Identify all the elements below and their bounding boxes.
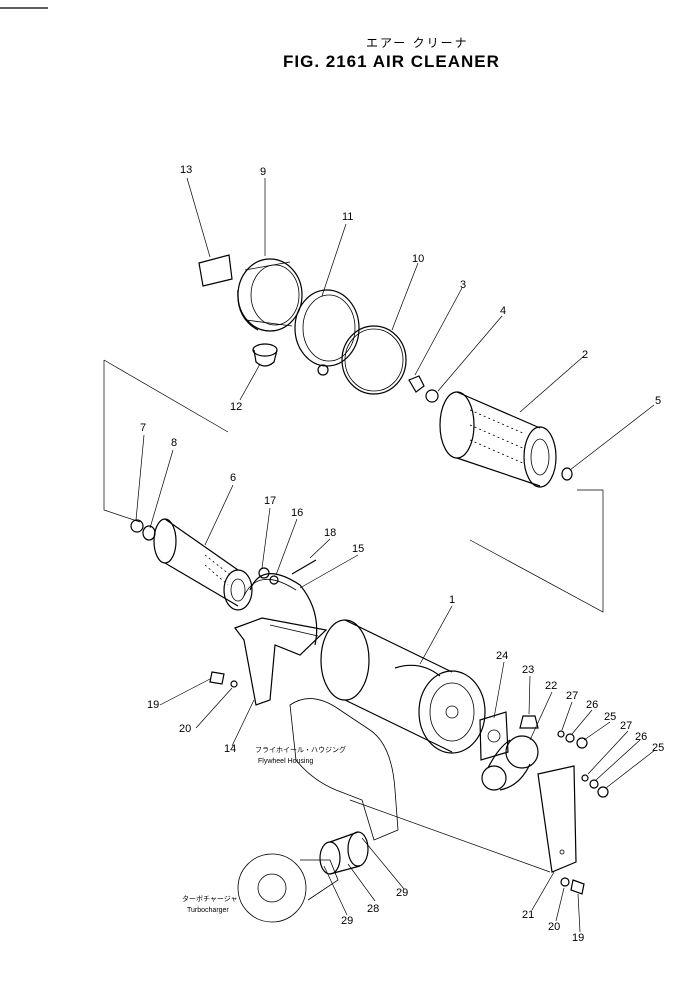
caption-turbo-en: Turbocharger bbox=[187, 907, 229, 914]
part-27-nut-upper bbox=[557, 730, 565, 738]
callout-19-right: 19 bbox=[572, 932, 584, 944]
callout-27-upper: 27 bbox=[566, 690, 578, 702]
callout-6: 6 bbox=[230, 472, 236, 484]
part-28-hose bbox=[319, 831, 369, 875]
part-26-washer-lower bbox=[589, 779, 599, 789]
callout-23: 23 bbox=[522, 664, 534, 676]
leader-lines bbox=[135, 177, 656, 933]
callout-26-lower: 26 bbox=[635, 731, 647, 743]
callout-7: 7 bbox=[140, 422, 146, 434]
part-22-outlet-elbow bbox=[481, 735, 539, 791]
part-9-cleaner-cap bbox=[237, 258, 303, 332]
callout-25-lower: 25 bbox=[652, 742, 664, 754]
part-21-support-plate bbox=[537, 765, 577, 873]
part-6-inner-element bbox=[153, 518, 253, 611]
callout-13: 13 bbox=[180, 164, 192, 176]
caption-turbo-jp: ターボチャージャ bbox=[182, 894, 237, 903]
figure-title: FIG. 2161 AIR CLEANER bbox=[283, 52, 500, 71]
callout-5: 5 bbox=[655, 395, 661, 407]
group-bracket-right bbox=[469, 489, 604, 613]
callout-29-left: 29 bbox=[341, 915, 353, 927]
callout-20-left: 20 bbox=[179, 723, 191, 735]
part-5-seal bbox=[561, 467, 573, 481]
part-20-washer-lower bbox=[560, 877, 570, 887]
part-10-o-ring bbox=[341, 325, 407, 395]
callout-1: 1 bbox=[449, 594, 455, 606]
callout-26-upper: 26 bbox=[586, 699, 598, 711]
callout-10: 10 bbox=[412, 253, 424, 265]
part-26-washer-upper bbox=[565, 733, 575, 743]
part-15-mounting-band bbox=[243, 559, 318, 646]
group-bracket-left-top bbox=[103, 359, 229, 433]
caption-flywheel-en: Flywheel Housing bbox=[258, 758, 313, 765]
part-4-washer bbox=[425, 389, 439, 403]
callout-14: 14 bbox=[224, 743, 236, 755]
part-25-bolt-lower bbox=[597, 786, 609, 798]
callout-22: 22 bbox=[545, 680, 557, 692]
part-20-washer-left bbox=[230, 680, 238, 688]
callout-numbers: 13 9 11 10 3 4 2 5 12 7 8 6 17 16 18 15 … bbox=[140, 164, 664, 944]
part-13-label-plate bbox=[198, 254, 233, 287]
callout-19-left: 19 bbox=[147, 699, 159, 711]
part-11-clamp-band bbox=[294, 289, 360, 376]
part-19-bolt-lower bbox=[570, 879, 585, 895]
part-8-washer bbox=[142, 525, 156, 541]
callout-9: 9 bbox=[260, 166, 266, 178]
part-10-o-ring-inner bbox=[344, 328, 404, 392]
callout-4: 4 bbox=[500, 305, 506, 317]
part-23-indicator bbox=[519, 715, 539, 729]
callout-17: 17 bbox=[264, 495, 276, 507]
callout-8: 8 bbox=[171, 437, 177, 449]
callout-12: 12 bbox=[230, 401, 242, 413]
part-24-gasket bbox=[479, 711, 509, 761]
callout-24: 24 bbox=[496, 650, 508, 662]
callout-18: 18 bbox=[324, 527, 336, 539]
callout-27-lower: 27 bbox=[620, 720, 632, 732]
part-1-cleaner-body bbox=[320, 619, 486, 754]
callout-21: 21 bbox=[522, 909, 534, 921]
callout-25-upper: 25 bbox=[604, 711, 616, 723]
part-12-dust-valve bbox=[252, 343, 278, 367]
part-19-bolt-left bbox=[209, 671, 225, 685]
part-3-wing-nut bbox=[408, 375, 425, 393]
callout-20-right: 20 bbox=[548, 921, 560, 933]
callout-11: 11 bbox=[342, 211, 353, 223]
callout-28: 28 bbox=[367, 903, 379, 915]
callout-3: 3 bbox=[460, 279, 466, 291]
part-2-outer-element bbox=[439, 391, 557, 488]
part-14-bracket bbox=[234, 617, 328, 706]
turbocharger bbox=[237, 853, 339, 923]
callout-29-right: 29 bbox=[396, 887, 408, 899]
caption-flywheel-jp: フライホイール・ハウジング bbox=[255, 745, 346, 754]
figure-title-japanese: エアー クリーナ bbox=[366, 36, 469, 50]
callout-2: 2 bbox=[582, 349, 588, 361]
part-7-nut bbox=[130, 519, 144, 533]
assembly-centreline bbox=[349, 799, 551, 873]
callout-15: 15 bbox=[352, 543, 364, 555]
group-bracket-left bbox=[103, 360, 141, 523]
flywheel-housing bbox=[289, 698, 399, 841]
callout-16: 16 bbox=[291, 507, 303, 519]
part-27-nut-lower bbox=[581, 774, 589, 782]
part-25-bolt-upper bbox=[576, 737, 588, 749]
